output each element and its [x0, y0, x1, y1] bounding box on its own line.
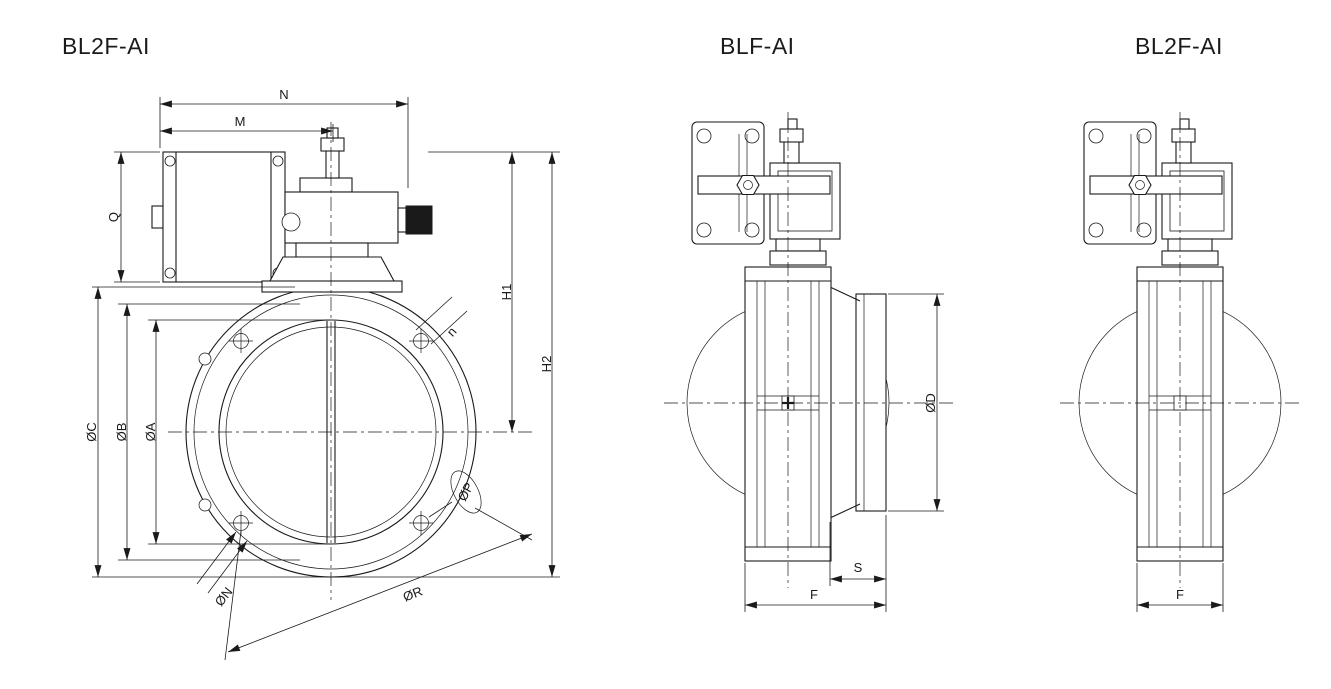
front-view: BL2F-AI — [62, 33, 560, 661]
coupling-lower — [1161, 250, 1219, 266]
side-view-blf: BLF-AI — [664, 33, 956, 612]
coupling-lower — [769, 250, 827, 266]
dim-phiR: ØR — [224, 530, 533, 661]
shaft-collar — [397, 207, 407, 233]
tie-rod-nut — [164, 267, 176, 279]
dim-H1: H1 — [499, 152, 516, 432]
dim-F-blf: F — [744, 563, 886, 612]
threaded-shaft-end — [405, 205, 433, 235]
hex-nut — [1128, 174, 1152, 196]
position-stem — [783, 140, 800, 164]
tie-rod-nut — [1088, 222, 1104, 238]
hex-nut — [736, 174, 760, 196]
coupling-upper — [1167, 238, 1213, 252]
dim-label-phiR: ØR — [401, 583, 425, 604]
bl2f-dimensions: F — [1136, 563, 1224, 612]
flange-notch — [198, 352, 212, 366]
position-stem — [1175, 140, 1192, 164]
dim-M: M — [160, 114, 333, 135]
dim-label-S: S — [854, 560, 863, 575]
tie-rod-nut — [272, 155, 284, 167]
front-view-title: BL2F-AI — [62, 33, 150, 59]
dim-label-Q: Q — [106, 212, 121, 222]
dim-Q: Q — [106, 151, 160, 283]
front-view-dimensions: N M Q ØC ØB — [84, 87, 560, 661]
bolt-holes — [229, 329, 433, 535]
position-stem — [325, 149, 340, 179]
cylinder-port — [281, 212, 301, 232]
actuator-front — [151, 127, 433, 293]
bl2f-actuator-side — [1083, 118, 1233, 266]
tie-rod-nut — [696, 128, 712, 144]
mount-plate-lower — [261, 280, 403, 293]
dim-label-phiB: ØB — [114, 423, 129, 442]
vent-flange — [855, 293, 887, 512]
mount-bracket — [269, 256, 395, 282]
dim-label-phiC: ØC — [84, 422, 99, 442]
override-rod — [1089, 175, 1223, 195]
tie-rod-nut — [744, 222, 760, 238]
position-indicator — [320, 137, 345, 152]
dim-F-bl2f: F — [1136, 563, 1224, 612]
override-rod — [697, 175, 831, 195]
dim-label-H2: H2 — [539, 356, 554, 373]
tie-rod-nut — [1136, 222, 1152, 238]
dim-label-N: N — [279, 87, 288, 102]
tie-rod-nut — [744, 128, 760, 144]
side-view-blf-title: BLF-AI — [720, 33, 795, 59]
gearbox-body — [284, 191, 399, 244]
coupling-upper — [775, 238, 821, 252]
side-view-bl2f: BL2F-AI — [1060, 33, 1300, 612]
blf-actuator-side — [691, 118, 841, 266]
side-view-bl2f-title: BL2F-AI — [1135, 33, 1223, 59]
cylinder-boss — [151, 205, 164, 229]
dim-label-M: M — [235, 114, 246, 129]
tie-rod-nut — [696, 222, 712, 238]
dim-label-phiA: ØA — [143, 422, 158, 441]
dim-phiP: ØP — [428, 470, 533, 541]
position-indicator — [779, 128, 804, 143]
mount-plate-upper — [295, 242, 369, 258]
dim-S: S — [829, 515, 887, 612]
dim-label-F-blf: F — [810, 587, 818, 602]
blf-dimensions: ØD S F — [744, 293, 944, 612]
tie-rod-nut — [164, 155, 176, 167]
indicator-knob — [787, 118, 798, 130]
dim-phiD: ØD — [888, 293, 944, 512]
dim-N: N — [160, 87, 408, 108]
tie-rod-nut — [1136, 128, 1152, 144]
dim-H2: H2 — [539, 152, 556, 577]
dim-label-n: n — [444, 324, 460, 339]
actuator-cylinder — [162, 151, 286, 283]
dim-label-F-bl2f: F — [1176, 587, 1184, 602]
gearbox-cap — [299, 177, 353, 193]
flange-notch — [198, 498, 212, 512]
dim-label-phiD: ØD — [923, 393, 938, 413]
dim-label-H1: H1 — [499, 284, 514, 301]
position-indicator — [1171, 128, 1196, 143]
indicator-knob — [1179, 118, 1190, 130]
tie-rod-nut — [1088, 128, 1104, 144]
indicator-knob — [326, 127, 339, 139]
